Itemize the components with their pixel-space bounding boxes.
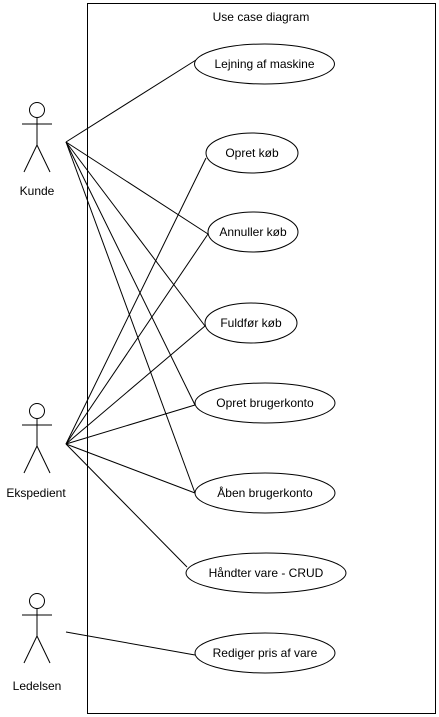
use-case-label: Åben brugerkonto [217, 485, 313, 500]
actor-ledelsen[interactable]: Ledelsen [13, 593, 62, 694]
actor-left-leg [23, 445, 38, 474]
association-line-ekspedient-uc4 [65, 325, 206, 445]
actor-label-ledelsen: Ledelsen [13, 679, 62, 693]
association-line-ekspedient-uc2 [65, 157, 207, 445]
use-case-opret-brugerkonto[interactable]: Opret brugerkonto [194, 382, 336, 424]
actor-left-leg [23, 144, 38, 173]
actor-label-kunde: Kunde [20, 184, 55, 198]
use-case-ellipse [194, 632, 336, 674]
actor-left-leg [23, 635, 38, 664]
actor-head [29, 593, 45, 609]
association-line-kunde-uc1 [65, 59, 197, 143]
use-case-fuldfor-kob[interactable]: Fuldfør køb [204, 302, 298, 344]
association-line-kunde-uc5 [65, 141, 196, 406]
use-case-ellipse [194, 43, 335, 85]
use-case-ellipse [185, 552, 347, 594]
use-case-label: Annuller køb [219, 225, 287, 239]
actor-label-ekspedient: Ekspedient [6, 486, 66, 500]
use-case-label: Håndter vare - CRUD [209, 566, 324, 580]
association-line-ekspedient-uc6 [65, 443, 196, 494]
actor-head [29, 403, 45, 419]
actor-right-leg [36, 635, 51, 664]
system-boundary[interactable] [87, 3, 436, 714]
actor-ekspedient[interactable]: Ekspedient [6, 403, 66, 501]
association-line-ledelsen-uc8 [65, 631, 196, 656]
use-case-label: Fuldfør køb [220, 316, 282, 330]
actor-head [29, 102, 45, 118]
use-case-ellipse [194, 472, 336, 514]
use-case-handter-vare-crud[interactable]: Håndter vare - CRUD [185, 552, 347, 594]
use-case-label: Opret brugerkonto [216, 396, 314, 410]
association-line-kunde-uc3 [65, 141, 209, 235]
use-case-label: Lejning af maskine [214, 57, 314, 71]
system-title: Use case diagram [213, 10, 310, 24]
actor-right-leg [36, 144, 51, 173]
actor-right-leg [36, 445, 51, 474]
use-case-rediger-pris-af-vare[interactable]: Rediger pris af vare [194, 632, 336, 674]
use-case-aben-brugerkonto[interactable]: Åben brugerkonto [194, 472, 336, 514]
association-line-kunde-uc4 [65, 141, 206, 327]
use-case-opret-kob[interactable]: Opret køb [205, 132, 299, 174]
use-case-ellipse [194, 382, 336, 424]
use-case-ellipse [207, 211, 299, 253]
use-case-ellipse [204, 302, 298, 344]
use-case-label: Opret køb [225, 146, 279, 160]
association-line-ekspedient-uc5 [65, 404, 196, 445]
association-line-ekspedient-uc3 [65, 233, 209, 445]
use-case-annuller-kob[interactable]: Annuller køb [207, 211, 299, 253]
actor-kunde[interactable]: Kunde [20, 102, 55, 199]
use-case-label: Rediger pris af vare [213, 646, 318, 660]
use-case-lejning-af-maskine[interactable]: Lejning af maskine [194, 43, 335, 85]
use-case-ellipse [205, 132, 299, 174]
association-line-ekspedient-uc7 [65, 443, 188, 568]
association-line-kunde-uc6 [65, 141, 196, 494]
associations [65, 59, 209, 656]
